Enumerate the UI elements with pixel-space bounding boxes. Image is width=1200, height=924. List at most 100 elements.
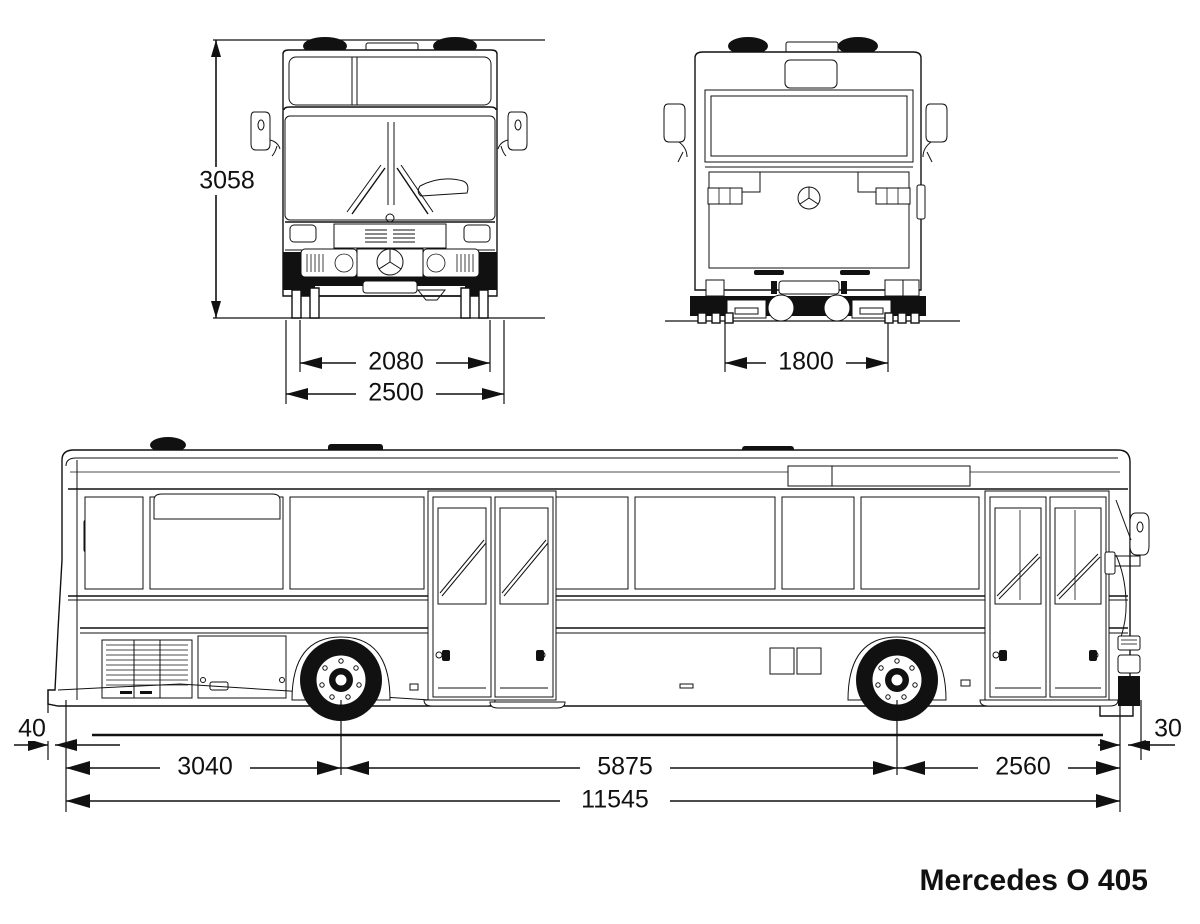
rear-engine-hatch — [708, 171, 910, 269]
side-rear-lamp — [1117, 654, 1141, 674]
side-window-2-vent — [153, 493, 281, 520]
side-rear-door[interactable] — [979, 490, 1119, 707]
front-mirror-left-detail — [257, 119, 265, 131]
side-skirt-fastener-1 — [200, 677, 206, 683]
front-wiper-right-arm — [396, 167, 429, 215]
side-view — [47, 437, 1150, 737]
rear-roof-pod-left — [728, 37, 768, 55]
side-front-door[interactable] — [423, 490, 566, 709]
side-rear-door-lock-left — [999, 650, 1007, 661]
rear-exhaust-right — [823, 294, 851, 322]
side-rear-hub-cap — [890, 673, 904, 687]
side-skirt-vent-small — [679, 683, 694, 689]
rear-mirror-left — [663, 103, 686, 143]
front-grille-panel — [333, 223, 447, 249]
dimension-rear-overhang-label: 30 — [1154, 715, 1182, 743]
side-roof-dome — [150, 437, 186, 453]
front-interior-detail — [417, 178, 469, 197]
side-rear-door-glass-seam — [1019, 510, 1076, 600]
front-mirror-left-arm — [269, 139, 281, 157]
front-wheel-left-inner — [309, 287, 320, 319]
rear-roof-pod-right — [838, 37, 878, 55]
dimension-front-track: 2080 — [299, 320, 491, 376]
side-front-door-glass-right — [499, 507, 549, 605]
front-wheel-right-inner — [460, 287, 471, 319]
front-underbody-detail — [416, 289, 447, 301]
side-dimension-stack: 40 3040 5875 2560 — [10, 690, 1190, 815]
rear-reflector-left — [754, 270, 784, 275]
rear-reflector-right — [840, 270, 870, 275]
side-window-7 — [860, 496, 980, 590]
side-mirror-bracket — [1115, 499, 1132, 641]
dimension-front-width: 2500 — [285, 320, 505, 407]
front-licence-plate — [362, 280, 418, 294]
dimension-front-to-axle-label: 3040 — [177, 753, 233, 781]
rear-lamp-upper-right — [875, 187, 911, 205]
side-mirror-arm — [1110, 555, 1141, 567]
side-windows — [84, 493, 980, 590]
side-skirt-panel-3 — [796, 647, 822, 675]
side-mirror-detail — [1136, 521, 1144, 533]
rear-lamp-upper-left — [707, 187, 743, 205]
side-front-hub-cap — [334, 673, 348, 687]
side-front-door-brace-left — [439, 539, 487, 597]
rear-wheels — [697, 312, 920, 324]
rear-lamp-lower-left — [705, 279, 725, 297]
side-rear-door-glass-right — [1054, 507, 1102, 605]
side-rear-door-brace-left — [996, 553, 1041, 600]
side-window-1 — [84, 496, 144, 590]
rear-plate-lamp-left — [771, 281, 777, 294]
side-rear-bumper — [1118, 676, 1140, 706]
side-louvre-panel — [101, 639, 193, 699]
dimension-front-overhang: 40 — [10, 713, 54, 751]
side-rear-door-step — [979, 699, 1119, 707]
side-front-wheel — [291, 636, 391, 721]
dimension-rear-section: 2560 — [897, 753, 1120, 782]
dimension-rear-section-label: 2560 — [995, 753, 1051, 781]
front-windscreen — [284, 115, 496, 221]
rear-mirror-right-arm — [922, 141, 933, 163]
rear-exhaust-left — [767, 294, 795, 322]
dimension-front-track-label: 2080 — [368, 348, 424, 376]
side-roof-inner-line — [65, 457, 1118, 467]
side-front-door-lock-left — [442, 650, 450, 661]
front-destination-sign — [288, 56, 492, 106]
dimension-front-gap — [55, 739, 120, 751]
front-small-star-badge — [385, 213, 395, 223]
side-rear-wheel-bolts — [875, 658, 918, 700]
front-sign-band — [283, 106, 497, 111]
dimension-front-height: 3058 — [192, 40, 262, 318]
side-mirror — [1129, 512, 1150, 556]
rear-view: 1800 — [663, 37, 960, 376]
side-skirt-detail — [960, 679, 971, 687]
dimension-front-to-axle: 3040 — [66, 753, 341, 782]
front-headlight-right — [422, 248, 480, 278]
side-rear-door-lock-right — [1089, 650, 1097, 661]
front-headlight-right-ribs — [456, 254, 474, 272]
rear-underbody-detail-left — [734, 307, 759, 315]
rear-underbody-detail-right — [859, 307, 884, 315]
front-view: 3058 2080 2500 — [192, 37, 545, 407]
rear-lamp-lower-right2 — [902, 279, 920, 297]
side-rear-wheel — [847, 636, 947, 721]
side-front-door-lock-right — [536, 650, 544, 661]
dimension-wheelbase-label: 5875 — [597, 753, 653, 781]
dimension-front-height-label: 3058 — [199, 167, 255, 195]
side-route-sign — [787, 465, 971, 487]
front-wiper-left-blade — [346, 164, 382, 213]
front-mirror-right — [507, 111, 528, 151]
dimension-front-overhang-label: 40 — [18, 715, 46, 743]
side-front-door-brace-right — [501, 539, 549, 597]
dimension-front-width-label: 2500 — [368, 379, 424, 407]
rear-mirror-left-arm — [677, 141, 688, 163]
dimension-rear-overhang: 30 — [1098, 713, 1190, 751]
front-mirror-right-arm — [497, 139, 509, 157]
front-wheel-right-outer — [478, 289, 489, 319]
front-wiper-right-blade — [400, 164, 434, 213]
side-rear-door-glass-left — [994, 507, 1042, 605]
side-front-door-glass-left — [437, 507, 487, 605]
mercedes-star-rear-icon — [797, 186, 821, 210]
side-rear-corner — [1104, 499, 1150, 706]
side-window-3 — [289, 496, 425, 590]
